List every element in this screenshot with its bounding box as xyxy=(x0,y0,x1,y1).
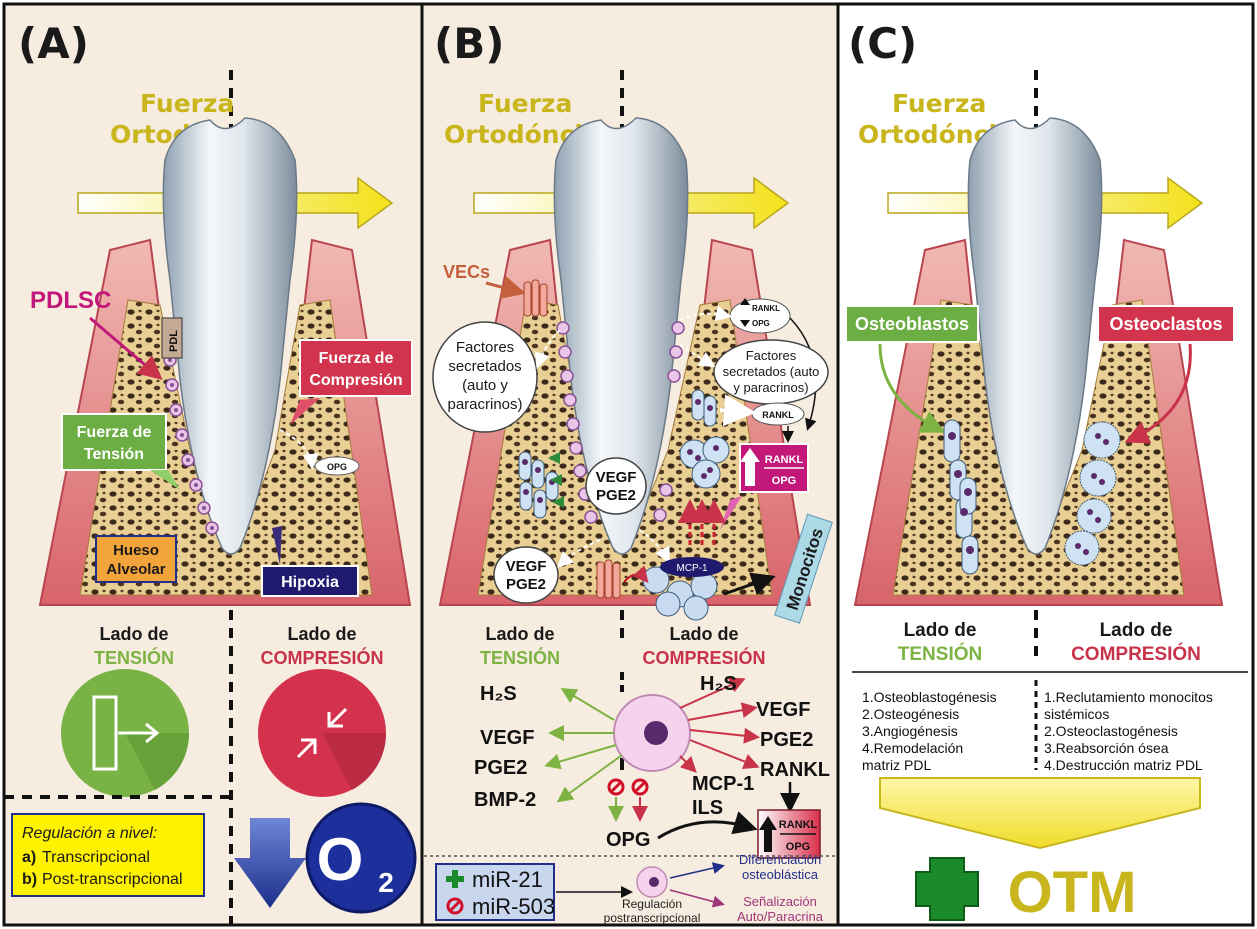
hueso-line2: Alveolar xyxy=(106,561,165,578)
rankl-box-top: RANKL xyxy=(765,454,804,466)
compression-box-line2: Compresión xyxy=(309,372,402,389)
pge2-top: PGE2 xyxy=(596,487,636,504)
rankl-box-bottom: OPG xyxy=(772,475,796,487)
left-list-item: 1.Osteoblastogénesis xyxy=(862,689,997,705)
senalizacion-line2: Auto/Paracrina xyxy=(737,909,824,924)
reg-a-value: Transcripcional xyxy=(42,849,150,866)
vegf-pge2-top-bubble xyxy=(586,458,646,514)
o2-sub: 2 xyxy=(378,867,394,898)
senalizacion-line1: Señalización xyxy=(743,894,817,909)
side-right-line2: COMPRESIÓN xyxy=(642,647,765,668)
pdlsc-label: PDLSC xyxy=(30,287,111,314)
left-factor: VEGF xyxy=(480,727,534,749)
right-list-item: 1.Reclutamiento monocitos xyxy=(1044,689,1213,705)
title-line1: Fuerza xyxy=(140,89,234,118)
hueso-line1: Hueso xyxy=(113,542,159,559)
left-factor: BMP-2 xyxy=(474,789,536,811)
panel-b-label: (B) xyxy=(434,19,504,68)
rankl-small-top: RANKL xyxy=(752,304,780,313)
reg-a-key: a) xyxy=(22,849,36,866)
right-list-item: sistémicos xyxy=(1044,706,1109,722)
right-factor: ILS xyxy=(692,797,723,819)
reg-b-value: Post-transcripcional xyxy=(42,871,183,888)
opg-label: OPG xyxy=(327,462,347,472)
side-right-line2: COMPRESIÓN xyxy=(1071,643,1201,665)
o2-main: O xyxy=(317,826,364,893)
left-factor: H₂S xyxy=(480,683,517,705)
left-factor: PGE2 xyxy=(474,757,527,779)
side-left-line1: Lado de xyxy=(904,620,977,641)
mir21-label: miR-21 xyxy=(472,867,543,892)
factores-right-line: y paracrinos) xyxy=(733,380,808,395)
left-list-item: 3.Angiogénesis xyxy=(862,723,958,739)
right-list-item: 4.Destrucción matriz PDL xyxy=(1044,757,1203,773)
rankl-oval-label: RANKL xyxy=(762,410,794,420)
vec-cells-bottom xyxy=(597,560,620,598)
vegf-pge2-bottom-bubble xyxy=(494,547,558,603)
factores-right-line: Factores xyxy=(746,348,797,363)
right-factor: RANKL xyxy=(760,759,830,781)
panel-c: Fuerza Ortodóncica Osteoblastos Osteocla… xyxy=(846,70,1248,925)
side-right-line1: Lado de xyxy=(669,624,738,644)
side-right-line2: COMPRESIÓN xyxy=(260,647,383,668)
regulacion-line2: postranscripcional xyxy=(604,911,701,925)
vecs-label: VECs xyxy=(443,262,490,282)
side-right-line1: Lado de xyxy=(287,624,356,644)
side-left-line1: Lado de xyxy=(485,624,554,644)
otm-label: OTM xyxy=(1008,860,1137,925)
left-list-item: matriz PDL xyxy=(862,757,931,773)
reg-b-key: b) xyxy=(22,871,37,888)
mir503-label: miR-503 xyxy=(472,894,555,919)
vec-cells-top xyxy=(524,280,547,316)
right-factor: H₂S xyxy=(700,673,737,695)
rankl-bottom-top: RANKL xyxy=(779,819,818,831)
right-factor: MCP-1 xyxy=(692,773,754,795)
factores-left-line: paracrinos) xyxy=(447,396,522,413)
right-factor: VEGF xyxy=(756,699,810,721)
vegf-top: VEGF xyxy=(596,469,637,486)
left-list-item: 4.Remodelación xyxy=(862,740,963,756)
factores-left-line: (auto y xyxy=(462,377,508,394)
factores-left-line: Factores xyxy=(456,339,514,356)
side-left-line2: TENSIÓN xyxy=(94,647,174,668)
mcp1-badge-label: MCP-1 xyxy=(676,563,708,574)
side-left-line2: TENSIÓN xyxy=(898,643,982,665)
side-right-line1: Lado de xyxy=(1100,620,1173,641)
right-list-item: 3.Reabsorción ósea xyxy=(1044,740,1169,756)
regulacion-line1: Regulación xyxy=(622,897,682,911)
osteoblastos-label: Osteoblastos xyxy=(855,314,969,334)
title-line1: Fuerza xyxy=(478,89,572,118)
factores-left-line: secretados xyxy=(448,358,521,375)
title-line1: Fuerza xyxy=(892,89,986,118)
opg-small-bottom: OPG xyxy=(752,319,770,328)
hipoxia-label: Hipoxia xyxy=(281,574,339,591)
side-left-line1: Lado de xyxy=(99,624,168,644)
left-list-item: 2.Osteogénesis xyxy=(862,706,959,722)
right-factor: PGE2 xyxy=(760,729,813,751)
diferenciacion-line1: Diferenciación xyxy=(739,852,821,867)
tension-box-line1: Fuerza de xyxy=(77,424,152,441)
diferenciacion-line2: osteoblástica xyxy=(742,867,819,882)
right-list-item: 2.Osteoclastogénesis xyxy=(1044,723,1178,739)
side-left-line2: TENSIÓN xyxy=(480,647,560,668)
pge2-bottom: PGE2 xyxy=(506,576,546,593)
panel-c-label: (C) xyxy=(848,19,917,68)
vegf-bottom: VEGF xyxy=(506,558,547,575)
compression-box-line1: Fuerza de xyxy=(319,350,394,367)
osteoclastos-label: Osteoclastos xyxy=(1109,314,1222,334)
panel-a-label: (A) xyxy=(18,19,89,68)
factores-right-line: secretados (auto xyxy=(723,364,820,379)
pdl-label: PDL xyxy=(168,330,180,352)
tension-box-line2: Tensión xyxy=(84,446,144,463)
opg-bottom: OPG xyxy=(606,829,650,851)
regulation-title: Regulación a nivel: xyxy=(22,825,157,842)
